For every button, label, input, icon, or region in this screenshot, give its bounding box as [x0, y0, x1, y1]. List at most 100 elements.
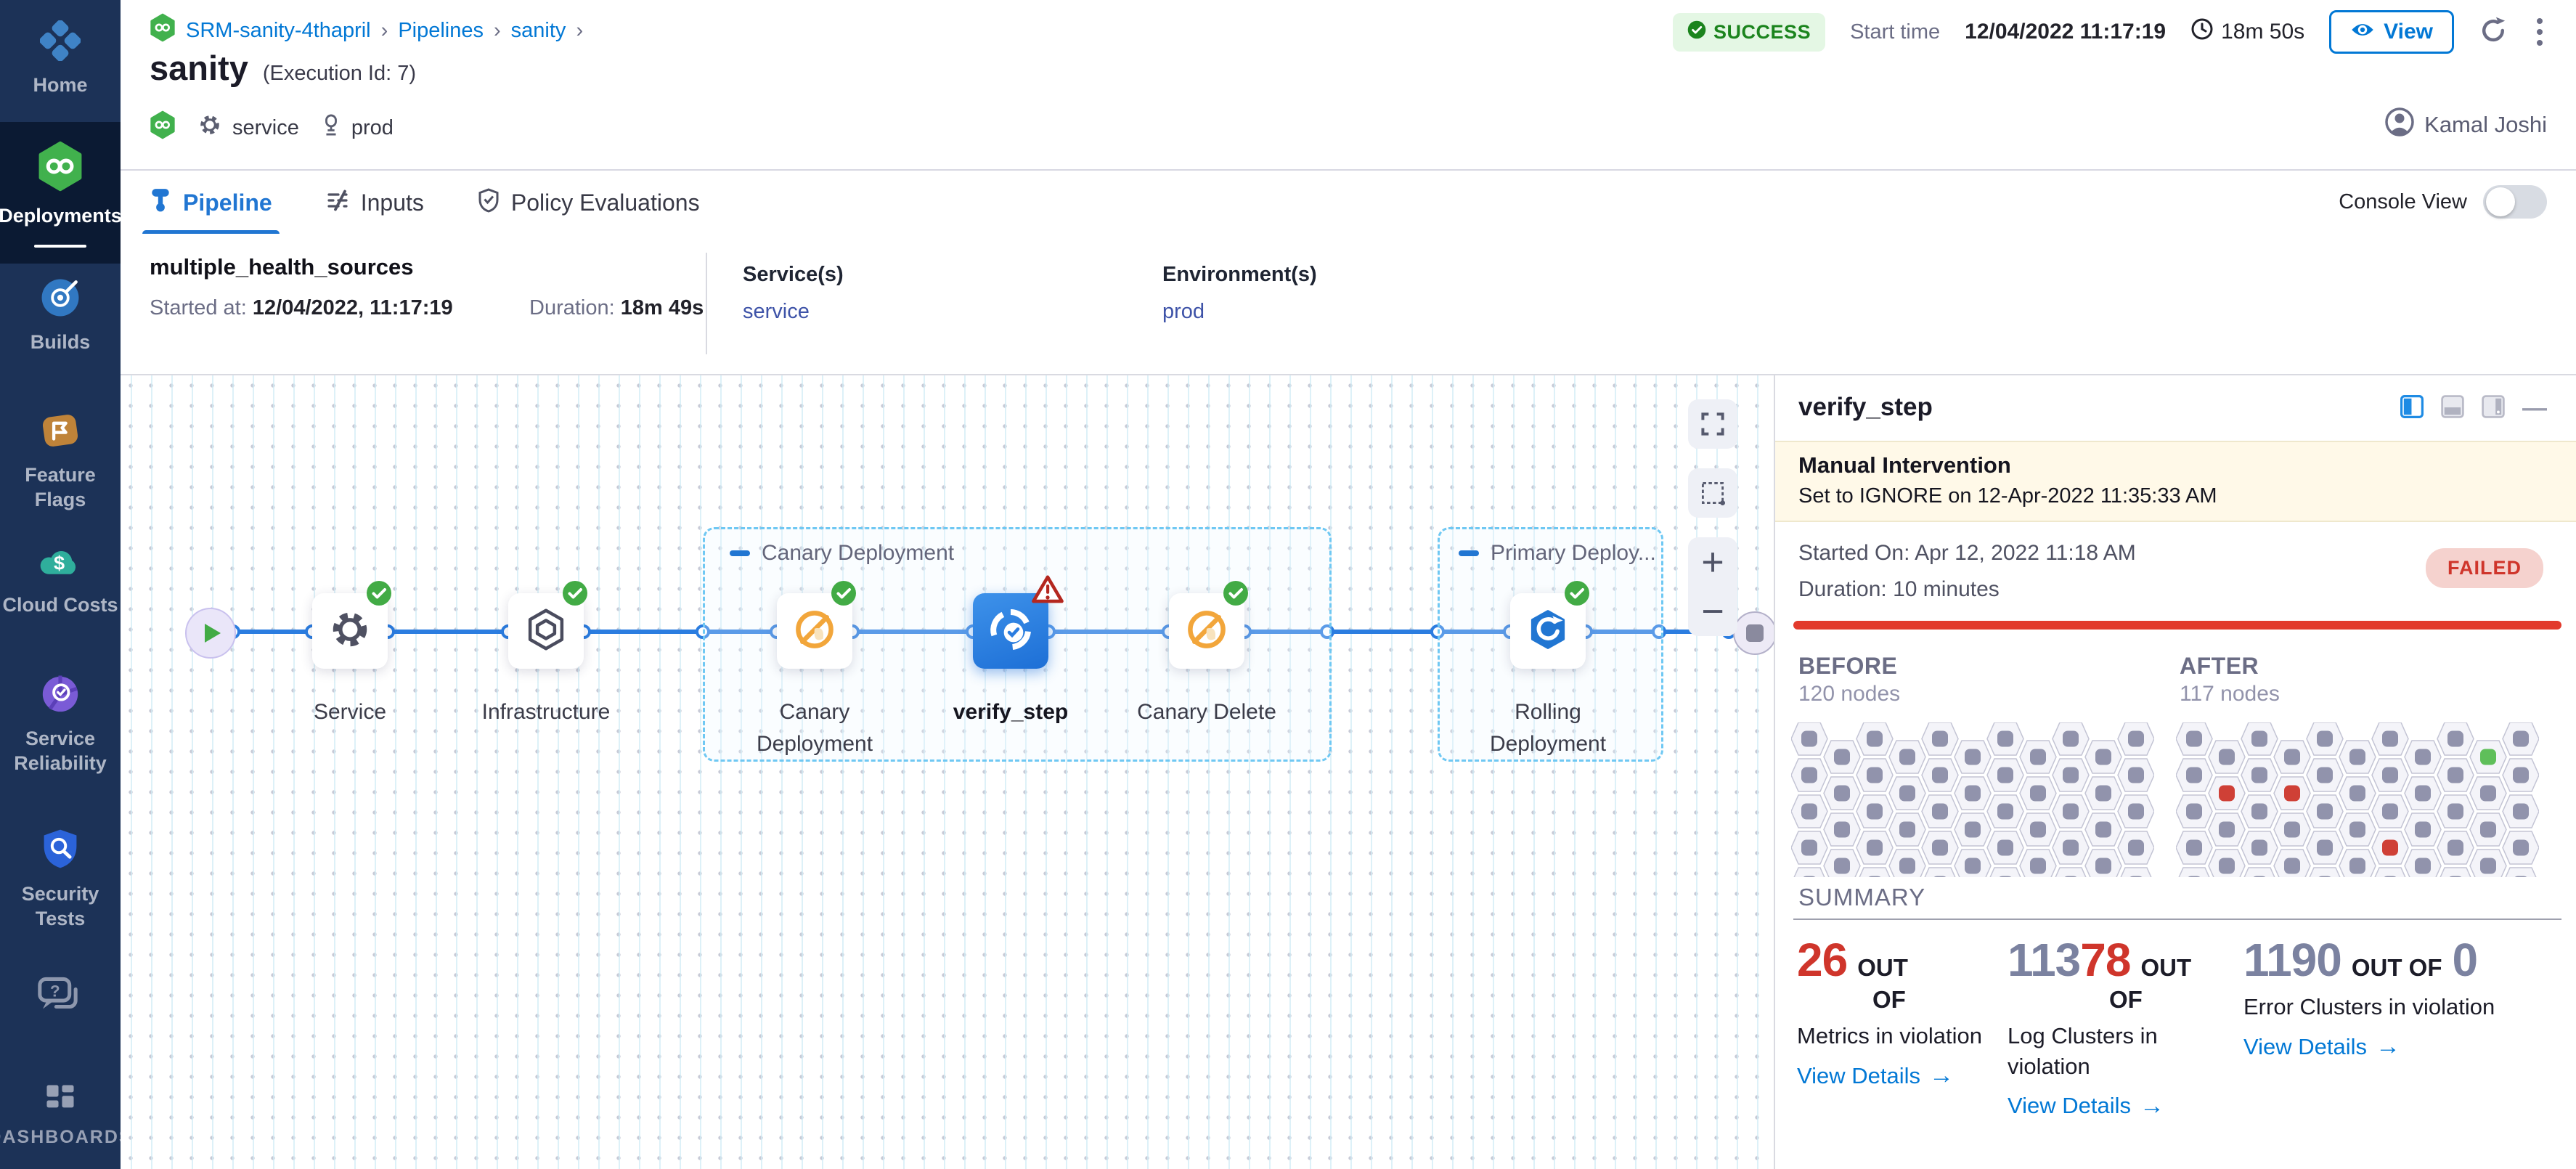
tab-policy-evaluations[interactable]: Policy Evaluations	[478, 171, 700, 235]
avatar-icon	[2385, 107, 2414, 142]
fit-to-screen-button[interactable]	[1688, 399, 1737, 449]
sidebar-item-service-reliability[interactable]: Service Reliability	[0, 674, 121, 776]
sidebar-item-deployments[interactable]: Deployments	[0, 122, 121, 264]
metric-label: Metrics in violation	[1797, 1021, 1986, 1051]
harness-project-icon	[150, 13, 176, 48]
sidebar-item-dashboards[interactable]: DASHBOARDS	[0, 1083, 121, 1149]
node-canary-deployment[interactable]	[777, 593, 852, 669]
tab-pipeline[interactable]: Pipeline	[150, 171, 272, 235]
arrow-right-icon: →	[1929, 1062, 1954, 1090]
tab-bar: Pipeline Inputs Policy Evaluations	[121, 169, 2576, 237]
metric-metrics-in-violation: 26 OUT OF Metrics in violation View Deta…	[1797, 936, 1986, 1120]
breadcrumb-separator: ›	[576, 19, 583, 43]
step-details-panel: verify_step —	[1774, 375, 2576, 1169]
collapse-icon[interactable]	[1459, 550, 1479, 556]
sidebar-item-cloud-costs[interactable]: $ Cloud Costs	[0, 543, 121, 618]
metric-total: 113	[2008, 936, 2080, 985]
sidebar-item-label: Service Reliability	[13, 727, 107, 776]
environment-tag[interactable]: prod	[321, 113, 394, 143]
user-name: Kamal Joshi	[2424, 112, 2547, 138]
sidebar-item-feature-flags[interactable]: Feature Flags	[0, 410, 121, 513]
arrow-right-icon: →	[2140, 1092, 2164, 1120]
canary-icon	[792, 607, 837, 656]
tab-inputs[interactable]: Inputs	[326, 171, 424, 235]
active-nav-underline	[34, 245, 86, 248]
user-row[interactable]: Kamal Joshi	[2385, 107, 2547, 142]
collapse-icon[interactable]	[730, 550, 750, 556]
console-view-toggle[interactable]	[2483, 185, 2547, 219]
shield-check-icon	[478, 188, 500, 219]
status-badge: SUCCESS	[1673, 13, 1825, 52]
node-verify-step[interactable]	[973, 593, 1048, 669]
node-label: Infrastructure	[466, 696, 626, 728]
pipeline-canvas[interactable]: Canary Deployment Primary Deploy...	[121, 375, 1775, 1169]
layout-right-panel-icon[interactable]	[2400, 395, 2424, 422]
verify-icon	[987, 606, 1034, 656]
banner-text: Set to IGNORE on 12-Apr-2022 11:35:33 AM	[1798, 484, 2576, 508]
zoom-in-button[interactable]: +	[1701, 542, 1724, 582]
security-tests-icon	[41, 828, 80, 873]
tab-inputs-label: Inputs	[361, 190, 424, 216]
sidebar-item-home[interactable]: Home	[0, 20, 121, 98]
service-link[interactable]: service	[743, 300, 844, 324]
divider	[706, 253, 707, 354]
environment-link[interactable]: prod	[1162, 300, 1317, 324]
success-check-icon	[1564, 580, 1590, 610]
sidebar-item-label: Deployments	[0, 204, 122, 229]
zoom-out-button[interactable]: −	[1701, 592, 1724, 631]
service-reliability-icon	[40, 674, 81, 718]
more-options-icon[interactable]	[2532, 14, 2547, 50]
view-details-link[interactable]: View Details →	[1797, 1062, 1986, 1090]
before-node-count: 120 nodes	[1798, 682, 1900, 706]
services-block: Service(s) service	[743, 263, 844, 324]
node-rolling-deployment[interactable]	[1510, 593, 1586, 669]
home-icon	[40, 20, 81, 65]
before-node-hexgrid[interactable]	[1791, 722, 2158, 877]
arrow-right-icon: →	[2376, 1032, 2400, 1061]
help-chat-icon: ?	[38, 977, 83, 1018]
infrastructure-icon	[524, 608, 568, 655]
sidebar-item-label: Cloud Costs	[3, 593, 118, 618]
service-tag-label: service	[232, 116, 299, 140]
breadcrumb-project[interactable]: SRM-sanity-4thapril	[186, 19, 371, 43]
execution-header: SRM-sanity-4thapril › Pipelines › sanity…	[121, 0, 2576, 169]
minimize-panel-icon[interactable]: —	[2522, 394, 2547, 423]
node-service[interactable]	[312, 593, 388, 669]
group-label-row[interactable]: Canary Deployment	[730, 541, 954, 566]
pipeline-start-node[interactable]	[185, 608, 236, 659]
breadcrumb-pipelines[interactable]: Pipelines	[398, 19, 484, 43]
rolling-deploy-icon	[1526, 608, 1570, 655]
main-content: SRM-sanity-4thapril › Pipelines › sanity…	[121, 0, 2576, 1169]
sidebar-item-builds[interactable]: Builds	[0, 277, 121, 355]
environment-tag-label: prod	[351, 116, 394, 140]
inputs-icon	[326, 189, 349, 218]
after-node-hexgrid[interactable]	[2176, 722, 2543, 877]
after-node-count: 117 nodes	[2180, 682, 2280, 706]
breadcrumb-separator: ›	[381, 19, 388, 43]
layout-bottom-panel-icon[interactable]	[2441, 395, 2464, 422]
service-tag[interactable]: service	[197, 113, 299, 143]
environments-label: Environment(s)	[1162, 263, 1317, 287]
summary-label: SUMMARY	[1798, 884, 1925, 911]
node-infrastructure[interactable]	[508, 593, 584, 669]
node-label: Service	[270, 696, 430, 728]
duration-label: Duration:	[529, 296, 615, 319]
sidebar-item-help[interactable]: ?	[0, 977, 121, 1018]
view-details-label: View Details	[2008, 1093, 2131, 1119]
multi-select-button[interactable]	[1688, 468, 1737, 518]
group-label-row[interactable]: Primary Deploy...	[1459, 541, 1656, 566]
view-details-link[interactable]: View Details →	[2008, 1092, 2222, 1120]
node-canary-delete[interactable]	[1169, 593, 1244, 669]
refresh-icon[interactable]	[2479, 16, 2508, 49]
view-button[interactable]: View	[2329, 10, 2454, 54]
stop-icon	[1746, 624, 1764, 642]
group-label: Canary Deployment	[762, 541, 954, 566]
view-details-link[interactable]: View Details →	[2243, 1032, 2498, 1061]
breadcrumb-pipeline[interactable]: sanity	[511, 19, 566, 43]
sidebar-item-label: Home	[33, 73, 87, 98]
sidebar-item-security-tests[interactable]: Security Tests	[0, 828, 121, 932]
layout-minimized-panel-icon[interactable]	[2482, 395, 2505, 422]
execution-id: (Execution Id: 7)	[263, 62, 416, 86]
metric-total: 1190	[2243, 936, 2341, 985]
status-row: SUCCESS Start time 12/04/2022 11:17:19 1…	[1673, 10, 2547, 54]
